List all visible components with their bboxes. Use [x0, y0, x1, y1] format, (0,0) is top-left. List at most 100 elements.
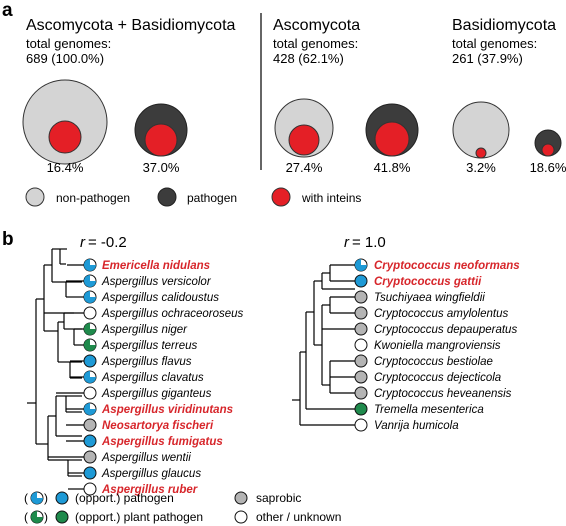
right-taxon-label: Cryptococcus gattii	[374, 276, 482, 288]
group-1-nonpathogen-pct: 16.4%	[47, 160, 84, 175]
group-2-pathogen-pct: 41.8%	[374, 160, 411, 175]
legend-nonpathogen-swatch	[25, 187, 45, 207]
group-2-count: 428 (62.1%)	[273, 51, 344, 66]
right-taxon-label: Kwoniella mangroviensis	[374, 340, 501, 352]
legend-plant-pathogen-label: (opport.) plant pathogen	[75, 510, 203, 524]
right-taxon-label: Cryptococcus heveanensis	[374, 388, 512, 400]
legend-pathogen-partial-fill	[31, 492, 43, 504]
taxon-marker-fill	[84, 259, 96, 271]
group-1-pathogen-pct: 37.0%	[143, 160, 180, 175]
left-taxon-label: Aspergillus flavus	[101, 356, 192, 368]
legend-plant-pathogen-partial-fill	[31, 511, 43, 523]
taxon-marker-saprobic	[354, 306, 368, 320]
right-taxon-label: Cryptococcus amylolentus	[374, 308, 508, 320]
taxon-marker-saprobic	[83, 418, 97, 432]
left-taxon-label: Aspergillus ochraceoroseus	[101, 308, 244, 320]
taxon-marker-pathogen	[354, 274, 368, 288]
group-3-subtitle: total genomes:	[452, 36, 537, 51]
right-taxon-label: Vanrija humicola	[374, 420, 459, 432]
right-r-symbol: r	[344, 234, 350, 251]
taxon-marker-saprobic	[354, 386, 368, 400]
group-1-title: Ascomycota + Basidiomycota	[26, 17, 236, 34]
left-tree-leaf-connectors	[44, 264, 84, 490]
left-r-value: = -0.2	[88, 234, 127, 251]
right-taxon-label: Cryptococcus neoformans	[374, 260, 520, 272]
taxon-marker-other	[354, 338, 368, 352]
group-3-pathogen-intein-circle	[541, 143, 555, 157]
group-2-nonpathogen-intein-circle	[288, 124, 320, 156]
group-3-nonpathogen-pct: 3.2%	[466, 160, 496, 175]
panel-a-label: a	[2, 0, 13, 21]
right-r-value: = 1.0	[352, 234, 386, 251]
taxon-marker-fill	[84, 323, 96, 335]
legend-nonpathogen-label: non-pathogen	[56, 191, 130, 205]
right-taxon-label: Tsuchiyaea wingfieldii	[374, 292, 485, 304]
left-taxon-label: Aspergillus wentii	[101, 452, 191, 464]
legend-pathogen-label: pathogen	[187, 191, 237, 205]
taxon-marker-plant-pathogen	[354, 402, 368, 416]
legend-inteins-swatch	[271, 187, 291, 207]
legend-other-swatch	[234, 510, 248, 524]
taxon-marker-other	[83, 306, 97, 320]
taxon-marker-saprobic	[83, 450, 97, 464]
left-taxon-label: Aspergillus niger	[101, 324, 188, 336]
left-taxon-label: Aspergillus calidoustus	[101, 292, 219, 304]
group-2-subtitle: total genomes:	[273, 36, 358, 51]
left-taxa-group: Emericella nidulans Aspergillus versicol…	[83, 258, 244, 496]
left-r-symbol: r	[80, 234, 86, 251]
legend-paren-close: )	[44, 510, 48, 524]
taxon-marker-saprobic	[354, 290, 368, 304]
group-3-nonpathogen-intein-circle	[475, 147, 487, 159]
group-1-nonpathogen-intein-circle	[48, 120, 82, 154]
group-3-title: Basidiomycota	[452, 17, 556, 34]
left-taxon-label: Aspergillus fumigatus	[101, 436, 223, 448]
left-tree-branches	[27, 248, 82, 477]
taxon-marker-fill	[84, 371, 96, 383]
group-3-count: 261 (37.9%)	[452, 51, 523, 66]
left-tree-correlation: r= -0.2	[80, 234, 127, 251]
legend-paren-close: )	[44, 491, 48, 505]
taxon-marker-fill	[84, 339, 96, 351]
panel-b-label: b	[2, 229, 14, 250]
left-taxon-label: Aspergillus versicolor	[101, 276, 212, 288]
legend-paren-open: (	[24, 510, 28, 524]
legend-other-label: other / unknown	[256, 510, 341, 524]
taxon-marker-other	[83, 386, 97, 400]
left-taxon-label: Emericella nidulans	[102, 260, 210, 272]
left-taxon-label: Aspergillus ruber	[101, 484, 198, 496]
legend-pathogen-label: (opport.) pathogen	[75, 491, 174, 505]
right-tree-leaf-connectors	[292, 264, 355, 426]
taxon-marker-other	[354, 418, 368, 432]
left-taxon-label: Neosartorya fischeri	[102, 420, 214, 432]
legend-pathogen-swatch	[55, 491, 69, 505]
legend-saprobic-label: saprobic	[256, 491, 301, 505]
left-taxon-label: Aspergillus glaucus	[101, 468, 201, 480]
taxon-marker-pathogen	[83, 466, 97, 480]
panel-b-legend: ( ) (opport.) pathogen ( ) (opport.) pla…	[24, 491, 341, 524]
legend-paren-open: (	[24, 491, 28, 505]
right-taxon-label: Cryptococcus depauperatus	[374, 324, 517, 336]
group-1-count: 689 (100.0%)	[26, 51, 104, 66]
taxon-marker-fill	[84, 275, 96, 287]
taxon-marker-saprobic	[354, 370, 368, 384]
taxon-marker-fill	[355, 259, 367, 271]
right-taxon-label: Cryptococcus dejecticola	[374, 372, 501, 384]
taxon-marker-pathogen	[83, 354, 97, 368]
right-taxon-label: Cryptococcus bestiolae	[374, 356, 493, 368]
left-taxon-label: Aspergillus clavatus	[101, 372, 204, 384]
legend-pathogen-swatch	[157, 187, 177, 207]
left-taxon-label: Aspergillus giganteus	[101, 388, 212, 400]
group-1-subtitle: total genomes:	[26, 36, 111, 51]
group-3-pathogen-pct: 18.6%	[530, 160, 566, 175]
taxon-marker-pathogen	[83, 434, 97, 448]
taxon-marker-fill	[84, 403, 96, 415]
left-taxon-label: Aspergillus terreus	[101, 340, 197, 352]
legend-plant-pathogen-swatch	[55, 510, 69, 524]
right-taxon-label: Tremella mesenterica	[374, 404, 484, 416]
right-taxa-group: Cryptococcus neoformans Cryptococcus gat…	[354, 258, 520, 432]
legend-saprobic-swatch	[234, 491, 248, 505]
group-2-pathogen-intein-circle	[374, 121, 410, 157]
legend-inteins-label: with inteins	[301, 191, 361, 205]
taxon-marker-saprobic	[354, 354, 368, 368]
